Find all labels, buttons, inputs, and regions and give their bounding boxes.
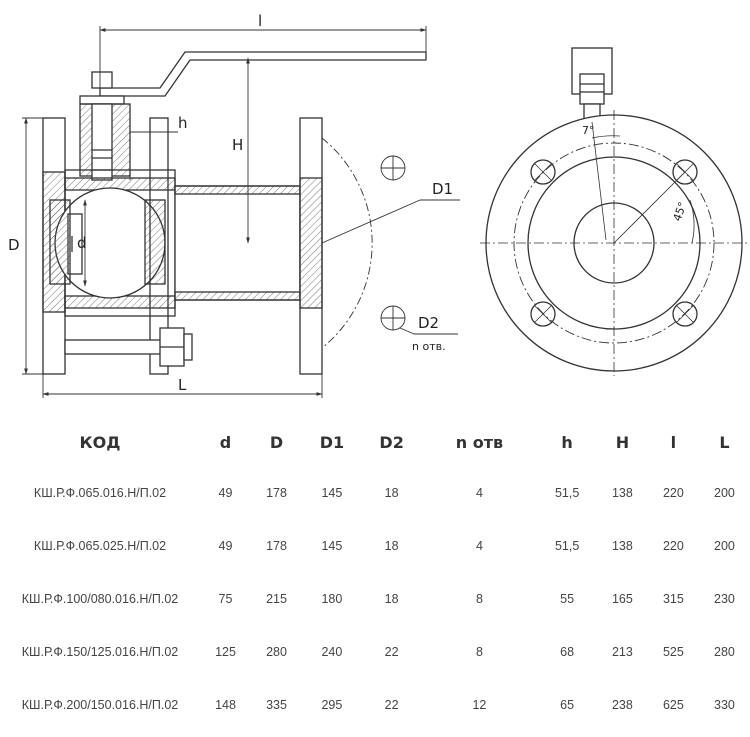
table-cell: 180 <box>321 591 343 606</box>
table-row: КШ.Р.Ф.200/150.016.Н/П.02 148 335 295 22 12 65… <box>0 678 750 731</box>
table-cell: 138 <box>611 485 633 500</box>
table-cell: 230 <box>714 591 735 606</box>
table-row: КШ.Р.Ф.065.016.Н/П.02 49 178 145 18 4 51,5 138 2… <box>0 466 750 519</box>
label-D2: D2 <box>418 314 439 332</box>
label-D: D <box>8 236 20 254</box>
table-cell: 49 <box>218 485 233 500</box>
table-cell: 220 <box>662 538 684 553</box>
table-cell: 165 <box>611 591 633 606</box>
table-cell: 51,5 <box>554 485 580 500</box>
table-cell: 68 <box>560 644 575 659</box>
specs-table: КОД d D D1 D2 n отв h H l L КШ.Р.Ф.065.0… <box>0 418 750 731</box>
pipe-body <box>174 185 301 301</box>
table-row: КШ.Р.Ф.065.025.Н/П.02 49 178 145 18 4 51,5 138 2… <box>0 519 750 572</box>
table-cell: 145 <box>321 485 343 500</box>
side-view <box>42 51 427 375</box>
label-D1: D1 <box>432 180 453 198</box>
table-cell: 125 <box>215 644 236 659</box>
table-cell: 280 <box>266 644 287 659</box>
col-header-code: КОД <box>79 432 121 452</box>
table-header-row: КОД d D D1 D2 n отв h H l L <box>0 418 750 466</box>
label-H: H <box>232 136 243 154</box>
table-cell: 240 <box>321 644 343 659</box>
table-cell: 625 <box>662 697 684 712</box>
side-dimensions <box>22 26 460 398</box>
front-view <box>480 47 748 376</box>
table-cell: 12 <box>472 697 487 712</box>
table-row: КШ.Р.Ф.150/125.016.Н/П.02 125 280 240 22 8 68 2… <box>0 625 750 678</box>
col-header-L: L <box>719 432 730 452</box>
col-header-D2: D2 <box>379 432 404 452</box>
table-cell: 65 <box>560 697 575 712</box>
label-n-holes: n отв. <box>412 340 446 353</box>
table-cell: 525 <box>662 644 684 659</box>
table-cell-code: КШ.Р.Ф.065.025.Н/П.02 <box>33 538 167 553</box>
table-cell: 213 <box>611 644 633 659</box>
table-cell: 335 <box>266 697 287 712</box>
handle-lever <box>99 51 427 97</box>
table-row: КШ.Р.Ф.100/080.016.Н/П.02 75 215 180 18 8 55 16… <box>0 572 750 625</box>
table-cell: 178 <box>266 485 287 500</box>
stem-nut <box>91 71 113 89</box>
col-header-n-holes: n отв <box>455 432 504 452</box>
table-cell: 4 <box>475 538 483 553</box>
bolt <box>64 339 171 355</box>
col-header-h: h <box>561 432 573 452</box>
label-L: L <box>178 376 187 394</box>
table-cell: 4 <box>475 485 483 500</box>
label-l: l <box>258 12 262 30</box>
col-header-D: D <box>269 432 284 452</box>
table-cell-code: КШ.Р.Ф.100/080.016.Н/П.02 <box>21 591 179 606</box>
col-header-l: l <box>670 432 677 452</box>
table-cell: 145 <box>321 538 343 553</box>
table-cell-code: КШ.Р.Ф.150/125.016.Н/П.02 <box>21 644 179 659</box>
table-cell: 22 <box>384 697 399 712</box>
table-cell: 55 <box>560 591 575 606</box>
table-cell: 18 <box>384 485 399 500</box>
table-cell: 315 <box>662 591 684 606</box>
table-cell: 138 <box>611 538 633 553</box>
label-angle-7: 7° <box>582 124 595 137</box>
label-angle-45: 45° <box>671 200 690 223</box>
table-cell: 51,5 <box>554 538 580 553</box>
table-cell: 148 <box>215 697 236 712</box>
valve-technical-drawing: l H h D d L D1 D2 n отв. 7° 45° <box>8 12 748 398</box>
col-header-d: d <box>219 432 232 452</box>
table-cell: 200 <box>714 485 735 500</box>
table-cell-code: КШ.Р.Ф.200/150.016.Н/П.02 <box>21 697 179 712</box>
table-cell: 8 <box>475 591 483 606</box>
table-cell: 238 <box>611 697 633 712</box>
table-cell: 8 <box>475 644 483 659</box>
table-cell: 220 <box>662 485 684 500</box>
table-body: КШ.Р.Ф.065.016.Н/П.02 49 178 145 18 4 51,5 138 2… <box>0 466 750 731</box>
col-header-H: H <box>615 432 630 452</box>
table-cell: 18 <box>384 538 399 553</box>
table-cell: 18 <box>384 591 399 606</box>
table-cell: 178 <box>266 538 287 553</box>
table-cell: 280 <box>714 644 735 659</box>
table-cell: 215 <box>266 591 287 606</box>
col-header-D1: D1 <box>319 432 345 452</box>
label-d: d <box>77 234 87 252</box>
table-cell: 49 <box>218 538 233 553</box>
table-cell: 200 <box>714 538 735 553</box>
table-cell: 295 <box>321 697 343 712</box>
label-h: h <box>178 114 188 132</box>
table-cell: 22 <box>384 644 399 659</box>
table-cell: 75 <box>218 591 233 606</box>
table-cell: 330 <box>714 697 735 712</box>
table-cell-code: КШ.Р.Ф.065.016.Н/П.02 <box>33 485 167 500</box>
